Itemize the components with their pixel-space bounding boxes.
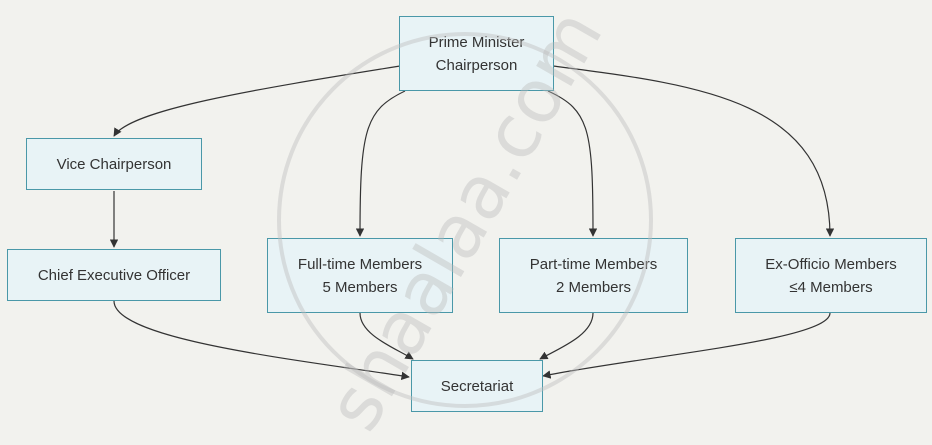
node-vice-chairperson: Vice Chairperson: [26, 138, 202, 190]
edge-fulltime-secretariat: [359, 312, 414, 360]
node-chief-executive-officer: Chief Executive Officer: [7, 249, 221, 301]
diagram-edges: [109, 65, 835, 380]
edge-pm-exofficio: [552, 65, 835, 237]
node-secretariat-label: Secretariat: [440, 377, 514, 395]
node-part-time-line1: Part-time Members: [529, 255, 658, 273]
node-full-time-line2: 5 Members: [322, 278, 398, 296]
node-vice-chairperson-label: Vice Chairperson: [56, 155, 172, 173]
node-ex-officio-members: Ex-Officio Members ≤4 Members: [735, 238, 927, 313]
edge-pm-parttime: [547, 90, 598, 237]
node-ex-officio-line2: ≤4 Members: [789, 278, 873, 296]
node-prime-minister-line2: Chairperson: [435, 56, 518, 74]
edge-pm-vice: [113, 65, 401, 137]
edge-pm-fulltime: [355, 90, 406, 237]
edge-ceo-secretariat: [113, 300, 410, 380]
edge-exofficio-secretariat: [542, 312, 831, 379]
node-full-time-line1: Full-time Members: [297, 255, 423, 273]
node-ex-officio-line1: Ex-Officio Members: [765, 255, 897, 273]
node-part-time-members: Part-time Members 2 Members: [499, 238, 688, 313]
node-prime-minister: Prime Minister Chairperson: [399, 16, 554, 91]
edge-parttime-secretariat: [539, 312, 594, 360]
node-secretariat: Secretariat: [411, 360, 543, 412]
node-full-time-members: Full-time Members 5 Members: [267, 238, 453, 313]
node-prime-minister-line1: Prime Minister: [428, 33, 525, 51]
node-part-time-line2: 2 Members: [555, 278, 632, 296]
node-ceo-label: Chief Executive Officer: [37, 266, 191, 284]
